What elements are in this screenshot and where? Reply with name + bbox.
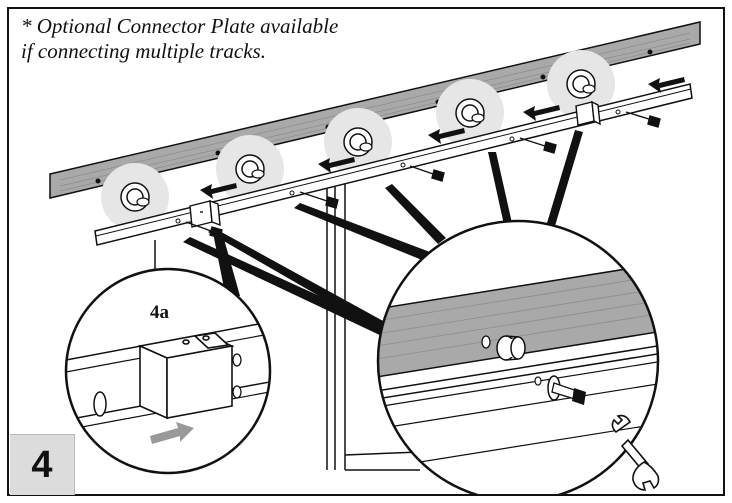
detail-pointer — [212, 228, 240, 298]
note-line-1: * Optional Connector Plate available — [21, 14, 339, 38]
connector-plate-detail: 4a — [64, 267, 272, 475]
wrench-icon — [611, 414, 660, 491]
callout-pointers — [183, 130, 583, 338]
bolt-icon — [409, 165, 445, 182]
bolt-icon — [299, 191, 339, 209]
spacer-icon — [496, 335, 526, 361]
detail-label: 4a — [150, 302, 170, 323]
bolt-icon — [519, 137, 557, 154]
direction-arrow-icon — [150, 422, 194, 444]
track-mount-detail — [376, 219, 660, 494]
connector-plate-icon — [575, 100, 601, 126]
spacer-icon — [436, 79, 504, 147]
direction-arrow-icon — [428, 128, 465, 144]
spacer-icon — [101, 163, 169, 231]
connector-plate-icon — [137, 332, 235, 420]
optional-connector-note: * Optional Connector Plate available if … — [21, 14, 401, 64]
note-line-2: if connecting multiple tracks. — [21, 39, 266, 63]
bolt-icon — [547, 375, 586, 405]
step-number-badge: 4 — [10, 434, 75, 495]
direction-arrow-icon — [200, 183, 237, 199]
direction-arrow-icon — [318, 157, 355, 173]
connector-plate-icon — [189, 199, 221, 228]
direction-arrow-icon — [523, 105, 560, 121]
step-number: 4 — [31, 444, 53, 486]
bolt-icon — [625, 111, 661, 128]
direction-arrow-icon — [648, 77, 685, 93]
panel-frame — [7, 7, 725, 496]
spacer-icon — [324, 108, 392, 176]
direction-arrows — [200, 77, 685, 199]
spacers — [101, 50, 615, 231]
spacer-icon — [216, 135, 284, 203]
spacer-icon — [547, 50, 615, 118]
